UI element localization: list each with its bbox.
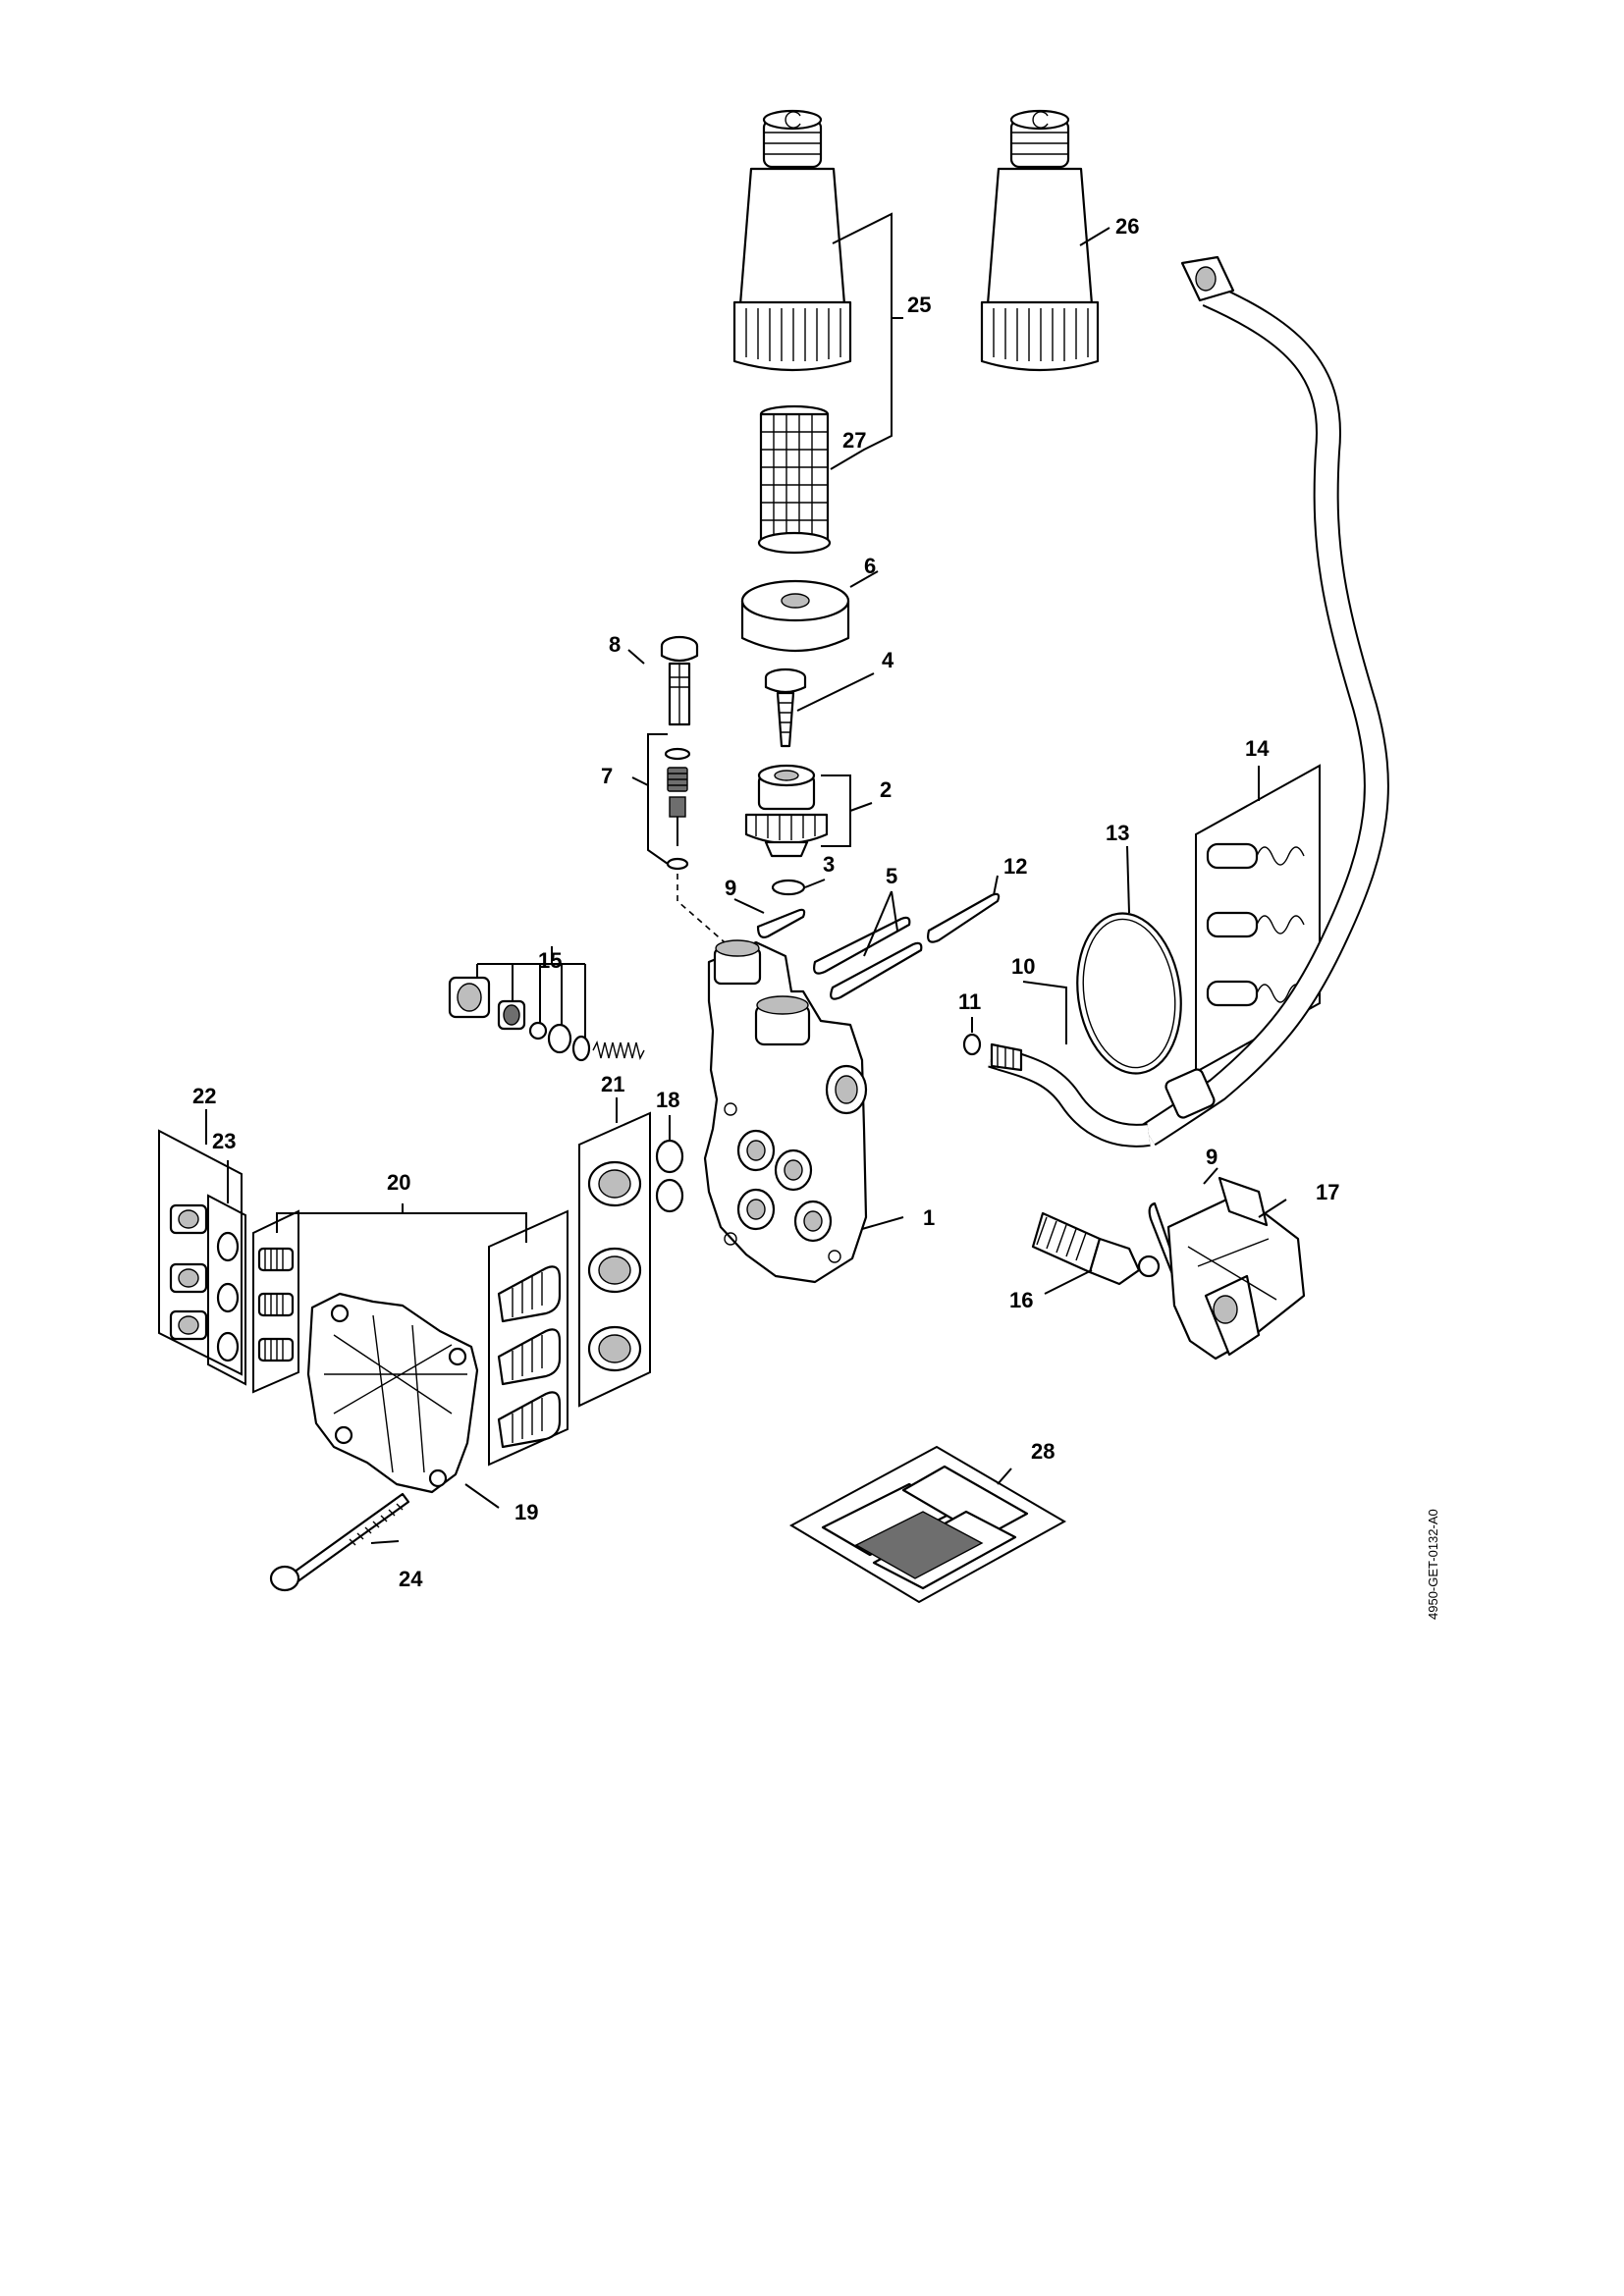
part-18-o-rings <box>655 1139 684 1213</box>
part-19-pump-housing <box>306 1292 479 1494</box>
assembly-guide-line <box>677 874 726 943</box>
callout-19: 19 <box>514 1500 538 1524</box>
callout-9-lower: 9 <box>1206 1145 1218 1169</box>
callout-23: 23 <box>212 1129 236 1153</box>
callout-5: 5 <box>886 864 897 888</box>
callout-6: 6 <box>864 554 876 578</box>
part-5-clips <box>813 916 923 1000</box>
callout-15: 15 <box>538 948 562 973</box>
part-15-valve-set <box>448 963 645 1062</box>
part-3-o-ring <box>771 879 806 896</box>
part-25-filter-housing <box>732 109 852 372</box>
callout-18: 18 <box>656 1088 679 1112</box>
callout-8: 8 <box>609 632 621 657</box>
callout-4: 4 <box>882 648 894 672</box>
callout-26: 26 <box>1115 214 1139 239</box>
part-20-piston-kits <box>252 1203 568 1467</box>
callout-22: 22 <box>192 1084 216 1108</box>
part-23-o-ring-kit <box>207 1194 246 1386</box>
callout-20: 20 <box>387 1170 410 1195</box>
callout-13: 13 <box>1106 821 1129 845</box>
callout-1: 1 <box>923 1205 935 1230</box>
callout-3: 3 <box>823 852 835 877</box>
callout-28: 28 <box>1031 1439 1055 1464</box>
part-12-clip <box>927 892 1001 943</box>
part-9-clip-upper <box>756 908 806 938</box>
part-8-plug <box>660 635 699 726</box>
part-24-bolt <box>269 1492 410 1592</box>
part-21-seal-kit <box>578 1111 651 1408</box>
part-16-valve <box>1031 1211 1161 1286</box>
part-6-spacer <box>740 579 850 652</box>
callout-9-upper: 9 <box>725 876 736 900</box>
callout-14: 14 <box>1245 736 1270 761</box>
callout-16: 16 <box>1009 1288 1033 1312</box>
callout-17: 17 <box>1316 1180 1339 1204</box>
callout-25: 25 <box>907 293 931 317</box>
part-27-filter-screen <box>757 404 832 555</box>
leader-lines <box>205 212 1287 1544</box>
part-1-pump-head <box>703 939 868 1284</box>
part-13-o-ring <box>1076 912 1182 1075</box>
callout-2: 2 <box>880 777 892 802</box>
callout-21: 21 <box>601 1072 624 1096</box>
callout-12: 12 <box>1003 854 1027 879</box>
callout-labels: 1 2 3 4 5 6 7 8 9 9 10 11 12 13 14 15 16… <box>192 214 1339 1591</box>
callout-24: 24 <box>399 1567 423 1591</box>
part-11-o-ring <box>962 1033 982 1056</box>
part-14-spring-kit <box>1195 764 1321 1074</box>
part-2-valve-body <box>744 764 829 858</box>
high-pressure-hose <box>1142 255 1389 1147</box>
callout-7: 7 <box>601 764 613 788</box>
part-17-unloader <box>1166 1176 1306 1361</box>
part-28-label-set <box>788 1445 1067 1604</box>
document-reference: 4950-GET-0132-A0 <box>1426 1509 1440 1620</box>
part-26-filter-housing <box>980 109 1100 372</box>
callout-27: 27 <box>842 428 866 453</box>
part-10-hose <box>988 1042 1216 1148</box>
part-7-valve-kit <box>664 747 691 871</box>
callout-11: 11 <box>958 989 981 1014</box>
part-4-valve <box>764 667 807 748</box>
part-22-valve-kit <box>158 1129 243 1376</box>
callout-10: 10 <box>1011 954 1035 979</box>
